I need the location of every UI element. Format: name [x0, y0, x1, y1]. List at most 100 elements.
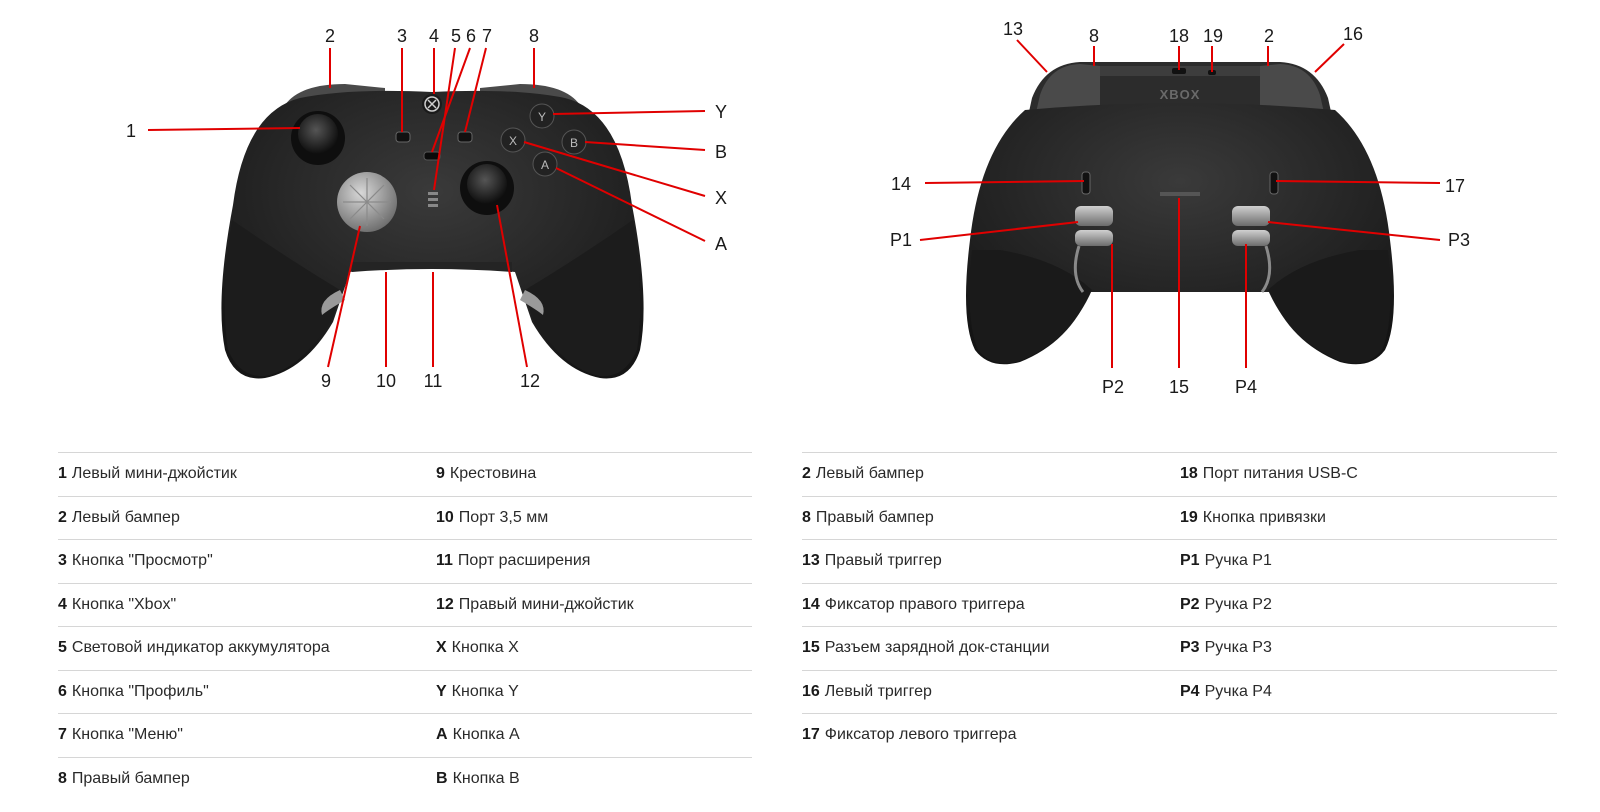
dock-connector-icon	[1160, 192, 1200, 196]
legend-key: 7	[58, 726, 67, 744]
back-callout-19: 19	[1203, 26, 1223, 46]
left-trigger-lock-icon	[1269, 171, 1279, 195]
legend-label: Ручка P3	[1204, 639, 1272, 657]
legend-key: 14	[802, 595, 820, 613]
back-callout-13: 13	[1003, 19, 1023, 39]
front-callout-1: 1	[126, 121, 136, 141]
front-callout-4: 4	[429, 26, 439, 46]
back-callout-p3: P3	[1448, 230, 1470, 250]
legend-label: Разъем зарядной док-станции	[824, 639, 1050, 657]
right-thumbstick-icon	[460, 161, 514, 215]
back-leader-lines	[919, 39, 1441, 368]
right-paddle-icon	[520, 290, 544, 315]
svg-text:A: A	[541, 158, 549, 172]
back-brand-logo: XBOX	[1160, 87, 1201, 102]
legend-label: Левый мини-джойстик	[71, 465, 237, 483]
legend-key: P4	[1180, 682, 1200, 700]
left-thumbstick-icon	[291, 111, 345, 165]
legend-label: Фиксатор левого триггера	[824, 726, 1017, 744]
battery-indicator-icon-mid	[428, 198, 438, 201]
paddle-p1-icon	[1075, 206, 1113, 226]
legend-key: A	[436, 726, 448, 744]
legend-label: Ручка P2	[1204, 595, 1272, 613]
back-callout-15: 15	[1169, 377, 1189, 397]
legend-key: 2	[58, 508, 67, 526]
front-callout-12: 12	[520, 371, 540, 391]
legend-key: 6	[58, 682, 67, 700]
legend-key: 18	[1180, 465, 1198, 483]
back-callout-p1: P1	[890, 230, 912, 250]
front-callout-5: 5	[451, 26, 461, 46]
paddle-p3-icon	[1232, 206, 1270, 226]
legend-label: Кнопка "Xbox"	[71, 595, 177, 613]
legend-key: 15	[802, 639, 820, 657]
legend-label: Правый триггер	[824, 552, 942, 570]
legend-label: Кнопка Y	[451, 682, 519, 700]
front-callout-10: 10	[376, 371, 396, 391]
front-callout-x: X	[715, 188, 727, 208]
front-callout-2: 2	[325, 26, 335, 46]
legend-key: 4	[58, 595, 67, 613]
back-controller-diagram: XBOX 13 8 18 19 2 16 14 17 P1 P3 P2 15 P…	[890, 19, 1470, 397]
legend-key: 16	[802, 682, 820, 700]
front-callout-a: A	[715, 234, 727, 254]
front-callout-6: 6	[466, 26, 476, 46]
legend-label: Левый бампер	[815, 465, 924, 483]
legend-key: B	[436, 769, 448, 787]
back-callout-17: 17	[1445, 176, 1465, 196]
left-paddle-icon	[321, 290, 345, 315]
legend-label: Кнопка "Просмотр"	[71, 552, 213, 570]
back-callout-2: 2	[1264, 26, 1274, 46]
view-button-icon	[395, 131, 411, 143]
legend-key: 11	[436, 552, 453, 570]
legend-key: 10	[436, 508, 454, 526]
legend-label: Кнопка "Профиль"	[71, 682, 209, 700]
back-callout-8: 8	[1089, 26, 1099, 46]
legend-key: P2	[1180, 595, 1200, 613]
legend-label: Крестовина	[449, 465, 537, 483]
legend-label: Ручка P4	[1204, 682, 1272, 700]
svg-text:B: B	[570, 136, 578, 150]
legend-label: Кнопка привязки	[1202, 508, 1326, 526]
legend-key: 1	[58, 465, 67, 483]
legend-key: 2	[802, 465, 811, 483]
legend-key: P3	[1180, 639, 1200, 657]
battery-indicator-icon	[428, 192, 438, 195]
front-callout-7: 7	[482, 26, 492, 46]
paddle-p2-icon	[1075, 230, 1113, 246]
legend-label: Кнопка X	[451, 639, 519, 657]
profile-button-icon	[423, 151, 441, 161]
back-callout-p4: P4	[1235, 377, 1257, 397]
legend-key: 5	[58, 639, 67, 657]
legend-label: Кнопка A	[452, 726, 520, 744]
legend-label: Правый бампер	[71, 769, 190, 787]
legend-label: Правый бампер	[815, 508, 934, 526]
legend-label: Левый триггер	[824, 682, 932, 700]
legend-label: Левый бампер	[71, 508, 180, 526]
front-leader-lines	[147, 47, 706, 368]
right-trigger-lock-icon	[1081, 171, 1091, 195]
back-callout-14: 14	[891, 174, 911, 194]
